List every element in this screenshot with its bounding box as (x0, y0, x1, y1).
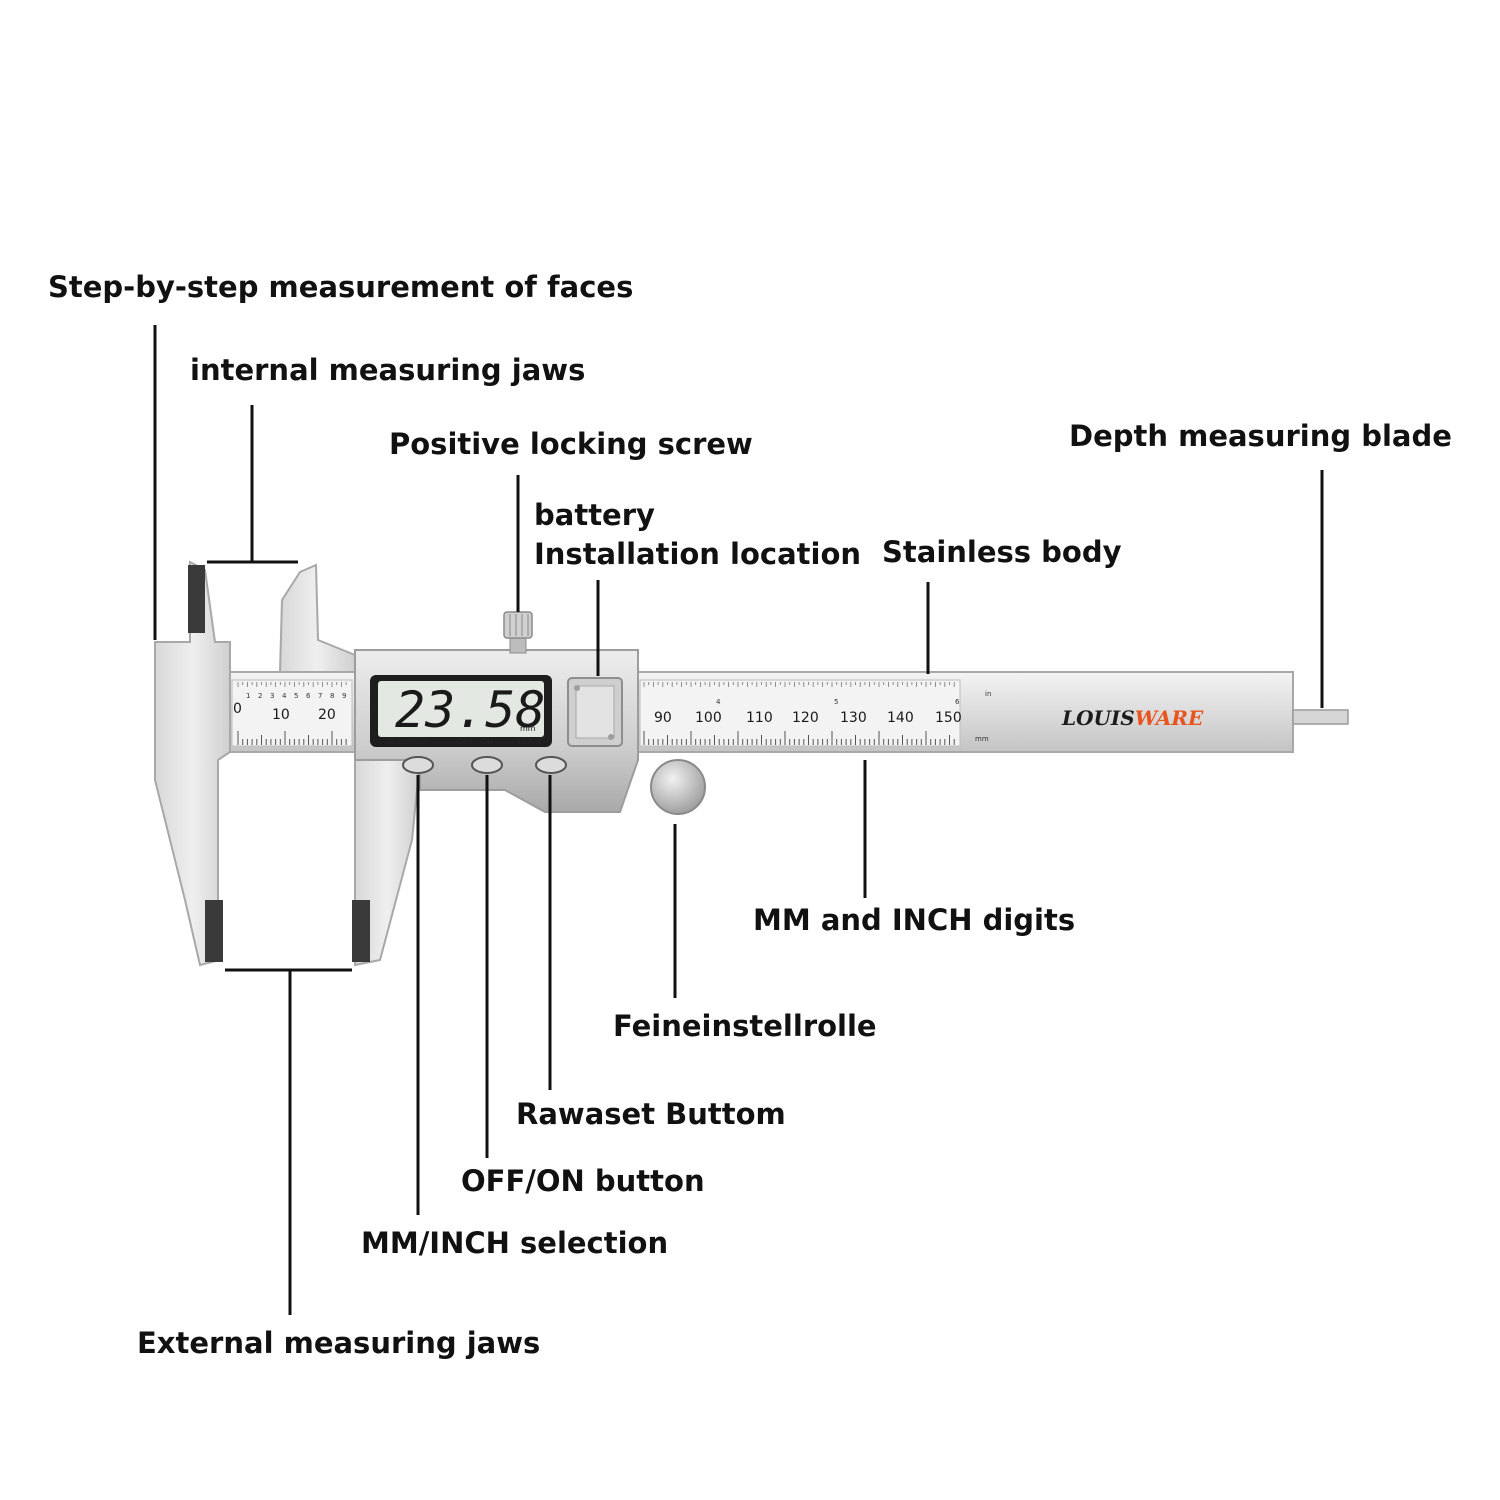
scale-number: 110 (746, 710, 773, 726)
brand-logo: LOUISWARE (1061, 706, 1204, 730)
label-stainless-body: Stainless body (882, 535, 1122, 569)
scale-ticks-right (643, 682, 955, 745)
inch-tick-label: 4 (282, 692, 287, 700)
label-offon-button: OFF/ON button (461, 1164, 705, 1198)
inch-tick-label: 7 (318, 692, 322, 700)
caption-off: OFF (456, 737, 474, 746)
inch-tick-label: 1 (246, 692, 250, 700)
fixed-jaw-tip-top (188, 565, 205, 633)
battery-cover-inner (575, 685, 615, 739)
label-locking-screw: Positive locking screw (389, 427, 753, 461)
scale-number: 0 (233, 701, 242, 717)
caption-zero: ZERO (517, 737, 541, 746)
label-mm-inch-digits: MM and INCH digits (753, 903, 1076, 937)
lcd-unit: mm (520, 724, 536, 733)
leader-lines (153, 325, 1324, 1315)
brand-part2: WARE (1135, 706, 1204, 730)
fixed-jaw-tip-bottom (205, 900, 223, 962)
depth-blade-shape (1292, 709, 1349, 725)
label-battery-line2: Installation location (534, 537, 862, 571)
inch-tick-label: 9 (342, 692, 346, 700)
label-internal-jaws: internal measuring jaws (190, 353, 586, 387)
internal-jaw-shape (278, 563, 356, 673)
zero-button[interactable] (535, 756, 567, 774)
battery-screw-bottom (608, 734, 614, 740)
label-battery: battery Installation location (534, 496, 861, 574)
label-battery-line1: battery (534, 498, 655, 532)
brand-part1: LOUIS (1061, 706, 1135, 730)
inch-tick-label: 2 (258, 692, 262, 700)
scale-number: 130 (840, 710, 867, 726)
unit-in: in (985, 690, 991, 698)
inch-major-label: 4 (716, 698, 721, 706)
label-external-jaws: External measuring jaws (137, 1326, 541, 1360)
fine-adjustment-wheel[interactable] (650, 759, 706, 815)
scale-number: 140 (887, 710, 914, 726)
label-mm-inch-selection: MM/INCH selection (361, 1226, 669, 1260)
inch-tick-label: 8 (330, 692, 334, 700)
inch-tick-label: 5 (294, 692, 298, 700)
scale-number: 90 (654, 710, 672, 726)
off-on-button[interactable] (471, 756, 503, 774)
scale-ticks-left (237, 682, 347, 745)
scale-strip-right (639, 679, 961, 747)
lcd-reading: 23.58 (395, 681, 546, 739)
lcd-screen (378, 681, 544, 737)
scale-number: 120 (792, 710, 819, 726)
fixed-jaw-shape (154, 560, 231, 967)
inch-tick-label: 6 (306, 692, 311, 700)
scale-number: 150 (935, 710, 962, 726)
movable-jaw-tip (352, 900, 370, 962)
scale-number: 20 (318, 707, 336, 723)
caption-on: ON (480, 737, 494, 746)
inch-major-label: 6 (955, 698, 960, 706)
label-step-faces: Step-by-step measurement of faces (48, 270, 634, 304)
label-depth-blade: Depth measuring blade (1069, 419, 1452, 453)
label-reset-button: Rawaset Buttom (516, 1097, 786, 1131)
scale-number: 100 (695, 710, 722, 726)
inch-mm-button[interactable] (402, 756, 434, 774)
inch-major-label: 5 (834, 698, 838, 706)
caption-inch-mm: inch/mm (388, 737, 426, 746)
scale-number: 10 (272, 707, 290, 723)
battery-screw-top (574, 685, 580, 691)
inch-tick-label: 3 (270, 692, 274, 700)
label-fine-roller: Feineinstellrolle (613, 1009, 877, 1043)
unit-mm: mm (975, 735, 989, 743)
